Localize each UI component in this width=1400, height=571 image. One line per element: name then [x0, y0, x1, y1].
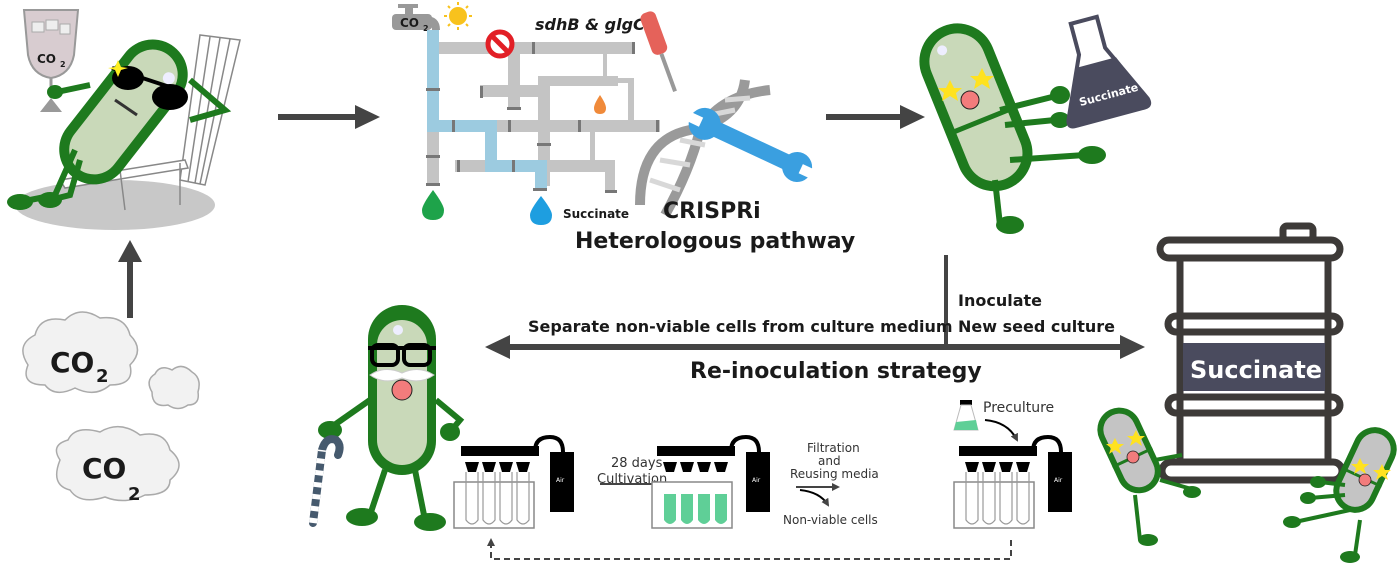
strategy-title: Re-inoculation strategy: [690, 359, 982, 384]
crispri-label: CRISPRi: [663, 199, 761, 224]
shadow: [15, 180, 215, 230]
happy-cell-scene: Succinate: [919, 14, 1152, 234]
co2-cloud-bottom: CO 2: [55, 426, 180, 505]
cloud-label: CO: [82, 452, 126, 485]
gene-label: sdhB & glgC: [535, 15, 645, 34]
and-label: and: [818, 454, 841, 468]
orange-droplet-icon: [594, 95, 606, 114]
glass-label: CO: [37, 52, 56, 66]
happy-cell-limbs: [992, 92, 1086, 226]
screwdriver-icon: [640, 11, 677, 93]
inoculate-label: Inoculate: [958, 291, 1042, 310]
process-flow: Air 28 days Cultivation Air Filtration a…: [453, 400, 1072, 560]
air-label: Air: [752, 477, 761, 484]
green-droplet-icon: [422, 190, 444, 220]
culture-setup-reinoculated: Air: [953, 434, 1072, 529]
inhibition-sign-icon: [485, 29, 515, 59]
sun-icon: [444, 2, 472, 30]
mustache-icon: [369, 369, 435, 382]
pipe-joints: [426, 42, 659, 193]
new-seed-culture-label: New seed culture: [958, 317, 1115, 336]
culture-setup-initial: Air: [453, 434, 574, 529]
tap-label: CO: [400, 16, 419, 30]
filtration-label: Filtration: [807, 441, 860, 455]
succinate-product-label: Succinate: [563, 207, 629, 221]
air-label: Air: [1054, 477, 1063, 484]
tap-label-sub: 2: [423, 24, 429, 33]
co2-cloud-large: CO 2: [22, 311, 139, 394]
sunglasses-icon: [108, 60, 188, 110]
air-label: Air: [556, 477, 565, 484]
glasses-icon: [368, 343, 436, 367]
preculture-flask-icon: [953, 400, 979, 431]
succinate-flask-icon: Succinate: [1066, 14, 1152, 129]
preculture-label: Preculture: [983, 400, 1054, 416]
relaxed-cell-scene: CO 2: [7, 9, 241, 230]
co2-tap-icon: CO 2: [392, 4, 440, 33]
cloud-label: CO: [50, 346, 94, 379]
cane-icon: [309, 435, 344, 527]
strategy-section: Separate non-viable cells from culture m…: [485, 255, 1145, 384]
cultivation-label: Cultivation: [597, 472, 667, 487]
cheering-cell-left: [1097, 407, 1201, 546]
heterologous-pathway-label: Heterologous pathway: [575, 229, 855, 254]
co2-cloud-small: [148, 365, 200, 410]
cheering-cell-right: [1283, 427, 1397, 563]
reusing-media-label: Reusing media: [790, 467, 879, 481]
blue-droplet-icon: [530, 196, 552, 225]
wrench-icon: [686, 107, 816, 182]
old-cell-scene: [309, 305, 465, 531]
recycle-dashed-arrow: [487, 538, 1012, 560]
star-eyes-icon: [938, 68, 994, 101]
cloud-label-sub: 2: [96, 366, 109, 387]
barrel-label: Succinate: [1190, 356, 1322, 384]
cultivation-days-label: 28 days: [611, 456, 663, 471]
glass-label-sub: 2: [60, 60, 66, 69]
non-viable-cells-label: Non-viable cells: [783, 513, 878, 527]
cloud-label-sub: 2: [128, 484, 141, 505]
culture-setup-cultivated: Air: [651, 434, 770, 529]
separate-cells-label: Separate non-viable cells from culture m…: [528, 317, 953, 336]
metabolic-pathway: CO 2: [392, 2, 855, 254]
barrel-label-box: [1183, 343, 1325, 391]
co2-glass-icon: CO 2: [22, 9, 80, 112]
